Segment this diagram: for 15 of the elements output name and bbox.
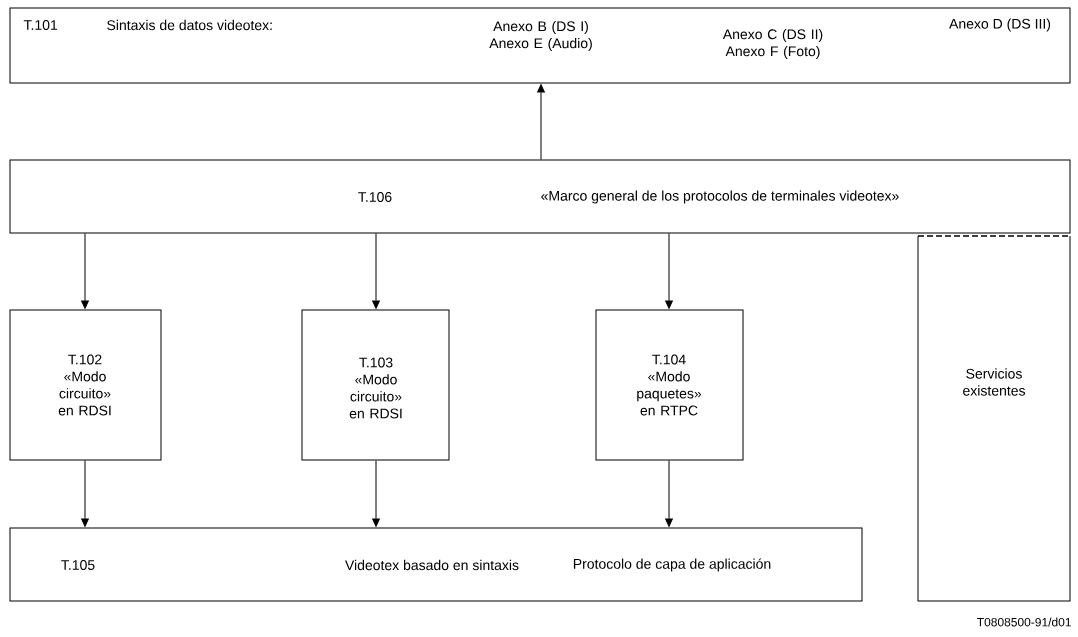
figure-code: T0808500-91/d01 xyxy=(977,617,1071,627)
arrow xyxy=(665,233,673,309)
arrow xyxy=(372,460,380,527)
process-box: T.101 Sintaxis de datos videotex: Anexo B (DS I) Anexo E (Audio) Anexo C (DS II) Anexo F (Foto) Anexo D (DS III) xyxy=(9,7,1071,84)
arrow xyxy=(372,233,380,309)
process-box: T.106 «Marco general de los protocolos de terminales videotex» xyxy=(9,159,1071,234)
arrow xyxy=(537,84,545,160)
process-box: T.105 Videotex basado en sintaxis Protocolo de capa de aplicación xyxy=(9,527,863,602)
process-box: T.103 «Modo circuito» en RDSI xyxy=(301,309,450,461)
arrow xyxy=(81,460,89,527)
arrow xyxy=(665,460,673,527)
process-box: Servicios existentes xyxy=(917,235,1071,602)
process-box: T.102 «Modo circuito» en RDSI xyxy=(9,309,162,461)
arrow xyxy=(81,233,89,309)
process-box: T.104 «Modo paquetes» en RTPC xyxy=(595,309,744,461)
